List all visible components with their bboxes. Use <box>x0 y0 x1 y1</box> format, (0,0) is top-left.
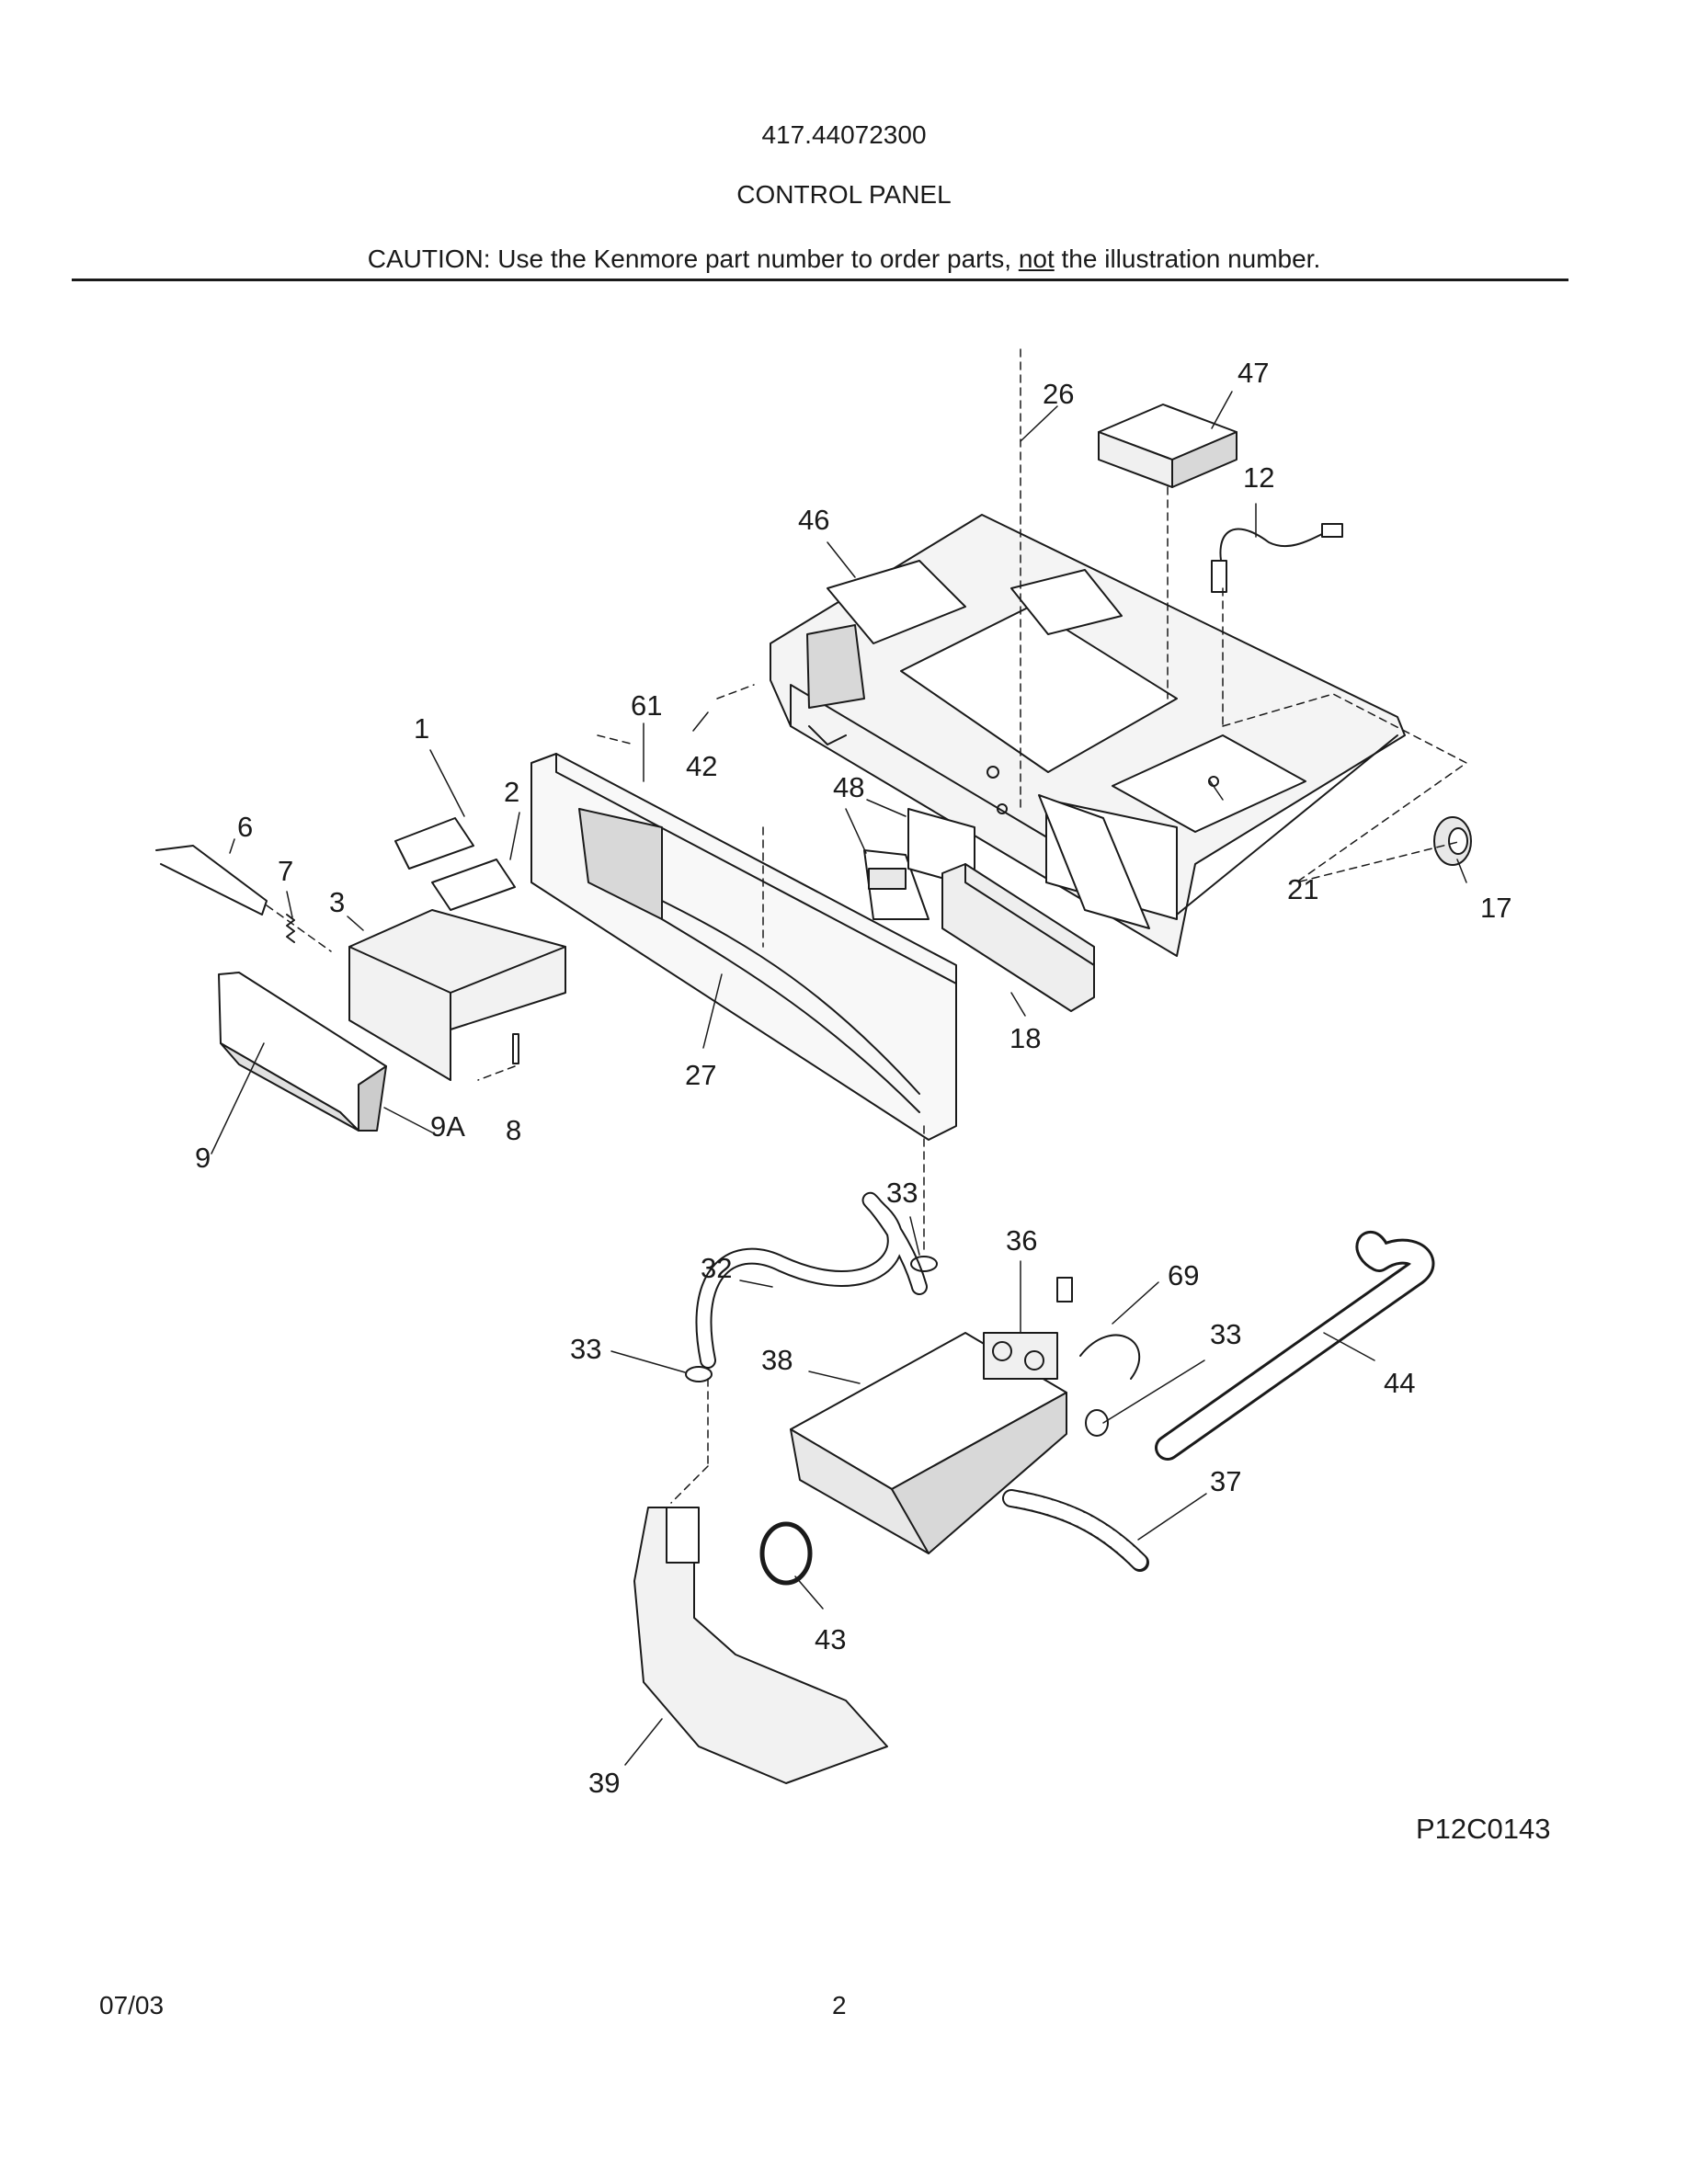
callout-33-left: 33 <box>570 1333 601 1365</box>
caution-text: CAUTION: Use the Kenmore part number to … <box>367 245 1019 273</box>
callout-26: 26 <box>1043 378 1074 410</box>
callout-69: 69 <box>1168 1259 1199 1291</box>
fill-hose-inner <box>1158 1233 1432 1458</box>
bellows-hose-inner <box>1004 1491 1147 1570</box>
callout-33-top: 33 <box>886 1177 918 1209</box>
model-number: 417.44072300 <box>761 120 927 149</box>
upper-hose-inner <box>697 1193 926 1367</box>
revision-date: 07/03 <box>99 1991 165 2019</box>
callout-9a: 9A <box>430 1110 465 1143</box>
callout-3: 3 <box>329 886 345 918</box>
callout-27: 27 <box>685 1059 716 1091</box>
callout-44: 44 <box>1384 1367 1415 1399</box>
callout-17: 17 <box>1480 892 1511 924</box>
callout-1: 1 <box>414 712 429 745</box>
knob-part <box>1433 816 1472 866</box>
callout-61: 61 <box>631 689 662 722</box>
callout-33-right: 33 <box>1210 1318 1241 1350</box>
caution-emphasis: not <box>1018 245 1055 273</box>
callout-42: 42 <box>686 750 717 782</box>
callout-36: 36 <box>1006 1224 1037 1257</box>
dispenser-drawer-part <box>218 972 387 1132</box>
display-board-part <box>863 849 930 920</box>
siphon-part <box>155 845 268 916</box>
callout-39: 39 <box>588 1767 620 1799</box>
vent-duct-part <box>633 1507 888 1784</box>
control-board-part <box>941 863 1095 1012</box>
callout-7: 7 <box>278 855 293 887</box>
header-rule <box>72 279 1568 281</box>
clamp-part <box>1085 1409 1109 1437</box>
foam-block-part <box>1098 404 1237 488</box>
water-valve-part <box>983 1277 1141 1380</box>
callout-6: 6 <box>237 811 253 843</box>
board-insulator-part <box>1038 794 1150 929</box>
callout-46: 46 <box>798 504 829 536</box>
page-number: 2 <box>832 1991 847 2019</box>
spring-part <box>286 914 295 943</box>
callout-21: 21 <box>1287 873 1318 905</box>
callout-9: 9 <box>195 1142 211 1174</box>
wire-harness-part <box>1211 523 1343 593</box>
callout-38: 38 <box>761 1344 793 1376</box>
callout-8: 8 <box>506 1114 521 1146</box>
console-part <box>530 753 957 1141</box>
diagram-code: P12C0143 <box>1416 1813 1551 1845</box>
callout-32: 32 <box>701 1252 732 1284</box>
callout-18: 18 <box>1009 1022 1041 1054</box>
pin-part <box>512 1033 519 1064</box>
callout-12: 12 <box>1243 461 1274 494</box>
section-title: CONTROL PANEL <box>736 180 952 209</box>
gasket-ring-part <box>759 1521 813 1586</box>
callout-43: 43 <box>815 1623 846 1655</box>
clamp-part <box>685 1366 713 1382</box>
callout-48: 48 <box>833 771 864 803</box>
dispenser-housing-part <box>348 817 566 1081</box>
caution-note: CAUTION: Use the Kenmore part number to … <box>0 245 1688 274</box>
caution-tail: the illustration number. <box>1054 245 1321 273</box>
callout-47: 47 <box>1237 357 1269 389</box>
callout-37: 37 <box>1210 1465 1241 1497</box>
callout-2: 2 <box>504 776 519 808</box>
clamp-part <box>910 1256 938 1272</box>
